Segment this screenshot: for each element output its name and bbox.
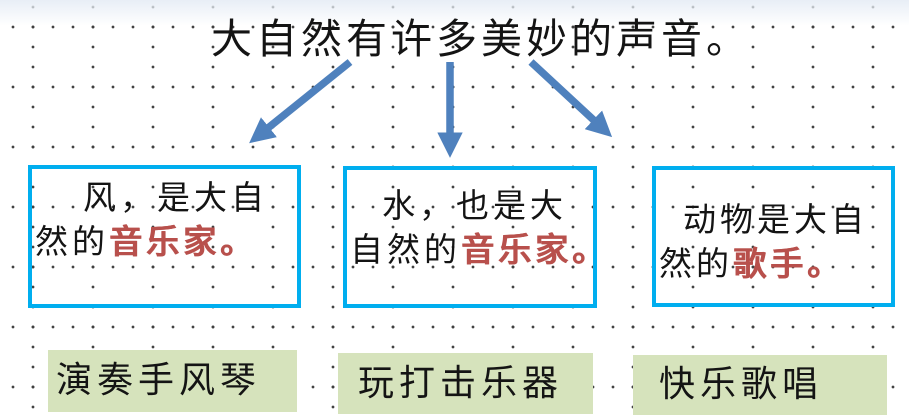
box-text-plain: 然的 bbox=[659, 244, 733, 283]
box-text-plain: 然的 bbox=[35, 222, 109, 261]
page-title: 大自然有许多美妙的声音。 bbox=[211, 15, 751, 63]
box-text-highlight: 音乐家。 bbox=[461, 230, 609, 269]
concept-box-water: 水，也是大 自然的音乐家。 bbox=[343, 166, 605, 308]
box-text-plain: 自然的 bbox=[350, 230, 461, 269]
activity-label-singing: 快乐歌唱 bbox=[633, 355, 887, 415]
concept-box-animals: 动物是大自 然的歌手。 bbox=[652, 166, 895, 307]
box-text-line: 然的歌手。 bbox=[659, 242, 888, 286]
box-text-line: 动物是大自 bbox=[683, 200, 868, 239]
box-text-line: 风，是大自 bbox=[83, 178, 268, 217]
arrow-down-left-icon bbox=[249, 59, 353, 144]
activity-label-accordion: 演奏手风琴 bbox=[48, 350, 297, 412]
box-text-highlight: 音乐家。 bbox=[109, 222, 257, 261]
activity-label-percussion: 玩打击乐器 bbox=[338, 353, 593, 414]
box-text-line: 然的音乐家。 bbox=[35, 220, 294, 264]
arrow-down-right-icon bbox=[528, 59, 613, 138]
concept-box-wind: 风，是大自 然的音乐家。 bbox=[28, 165, 301, 308]
box-text-line: 自然的音乐家。 bbox=[350, 228, 605, 272]
box-text-highlight: 歌手。 bbox=[733, 244, 844, 283]
box-text-line: 水，也是大 bbox=[382, 186, 567, 225]
